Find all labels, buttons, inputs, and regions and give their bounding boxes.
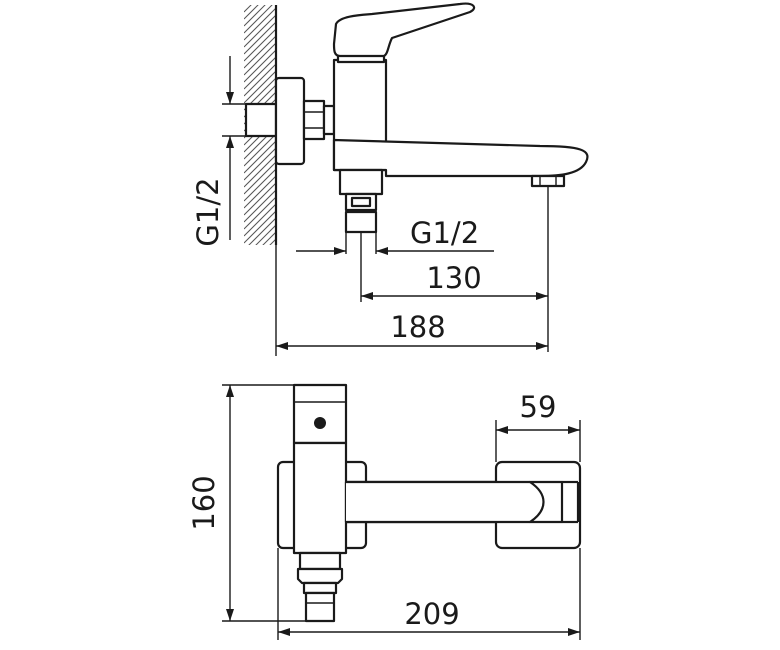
lever-handle xyxy=(332,2,476,58)
hatch-line xyxy=(244,189,276,223)
connector-ring xyxy=(302,581,338,595)
hatch-line xyxy=(244,196,276,230)
hatch-line xyxy=(244,28,276,62)
hatch-line xyxy=(244,7,276,41)
hatch-line xyxy=(262,231,276,245)
connector xyxy=(322,104,336,136)
hatch-line xyxy=(244,210,276,244)
hatch-line xyxy=(244,175,276,209)
hatch-line xyxy=(244,5,259,20)
eccentric-nut xyxy=(302,99,326,141)
hatch-line xyxy=(244,21,276,55)
dim-188: 188 xyxy=(390,310,445,344)
diverter-housing xyxy=(338,168,384,196)
hatch-line xyxy=(244,147,276,181)
hatch-line xyxy=(244,5,252,13)
dim-160: 160 xyxy=(187,475,221,530)
dim-thread-vertical: G1/2 xyxy=(191,177,225,246)
hatch-line xyxy=(244,267,276,299)
diverter-slot xyxy=(350,196,372,208)
hose-connector xyxy=(344,210,378,234)
hatch-line xyxy=(244,182,276,216)
wall-hatch xyxy=(244,5,276,306)
hatch-line xyxy=(244,274,276,306)
hose-connector-top-view xyxy=(304,591,336,623)
hatch-line xyxy=(255,224,276,245)
hatch-line xyxy=(244,203,276,237)
hatch-line xyxy=(244,35,276,69)
wall-pipe xyxy=(244,102,278,138)
hatch-line xyxy=(248,217,276,245)
dim-59: 59 xyxy=(520,390,557,424)
aerator xyxy=(530,174,566,188)
handle-top xyxy=(292,383,348,445)
hatch-line xyxy=(244,260,276,292)
hatch-line xyxy=(244,154,276,188)
hatch-line xyxy=(244,49,276,83)
hatch-line xyxy=(244,70,276,104)
hatch-line xyxy=(244,140,276,174)
hatch-line xyxy=(244,168,276,202)
hatch-line xyxy=(244,161,276,195)
handle-screw-icon xyxy=(314,417,326,429)
hatch-line xyxy=(244,63,276,97)
dim-209: 209 xyxy=(404,597,459,631)
top-view: 160 59 209 xyxy=(187,383,582,640)
hatch-line xyxy=(244,14,276,48)
hatch-line xyxy=(244,42,276,76)
hatch-line xyxy=(244,246,276,278)
side-view: G1/2 G1/2 130 188 xyxy=(191,2,589,356)
connector-top-view xyxy=(298,551,342,571)
connector-nut-top-view xyxy=(296,567,344,585)
wall-rosette xyxy=(274,76,306,166)
spout-overlap xyxy=(346,482,526,522)
hatch-line xyxy=(269,238,276,245)
hatch-line xyxy=(244,133,276,167)
hatch-line xyxy=(244,5,273,34)
dim-130: 130 xyxy=(426,261,481,295)
hatch-line xyxy=(244,5,266,27)
spout-end xyxy=(528,480,564,524)
hatch-line xyxy=(244,56,276,90)
body-top xyxy=(292,441,348,555)
hatch-line xyxy=(244,253,276,285)
dim-thread-horizontal: G1/2 xyxy=(410,216,479,250)
